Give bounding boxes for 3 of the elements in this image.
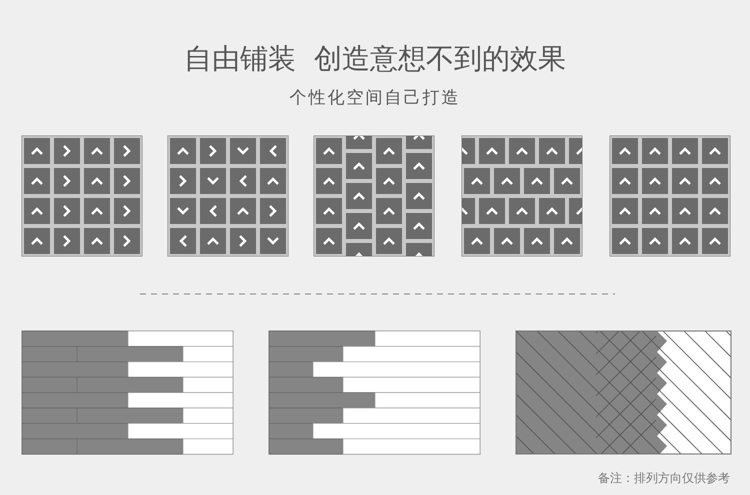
- note: 备注：排列方向仅供参考: [598, 470, 730, 487]
- subtitle: 个性化空间自己打造: [288, 87, 462, 109]
- title: 自由铺装 创造意想不到的效果: [183, 41, 567, 77]
